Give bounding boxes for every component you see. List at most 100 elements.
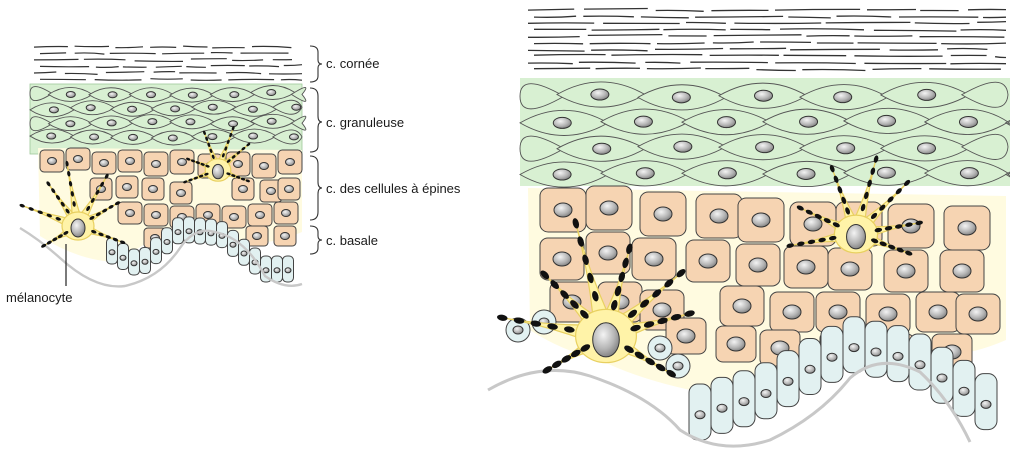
nucleus: [285, 186, 294, 193]
nucleus: [164, 240, 170, 245]
keratin-line: [106, 72, 144, 73]
nucleus: [918, 143, 936, 154]
nucleus: [677, 329, 695, 343]
keratin-line: [34, 47, 68, 48]
nucleus: [800, 116, 818, 127]
nucleus: [958, 221, 976, 235]
nucleus: [126, 210, 135, 217]
nucleus: [634, 116, 652, 127]
label-granuleuse: c. granuleuse: [326, 115, 404, 130]
nucleus: [893, 352, 903, 360]
bracket-epines: [310, 156, 322, 220]
keratin-line: [249, 66, 279, 67]
nucleus: [837, 143, 855, 154]
keratin-line: [284, 65, 302, 66]
nucleus: [175, 230, 181, 235]
keratin-line: [920, 37, 1005, 38]
nucleus: [177, 190, 186, 197]
bracket-granuleuse: [310, 88, 322, 152]
zoomed-granular-layer: [520, 78, 1010, 187]
nucleus: [636, 168, 654, 179]
nucleus: [593, 143, 611, 154]
nucleus: [239, 186, 248, 193]
nucleus: [212, 164, 223, 178]
keratin-line: [874, 30, 957, 31]
nucleus: [718, 168, 736, 179]
keratin-line: [837, 16, 892, 17]
nucleus: [153, 249, 159, 254]
zoomed-corneum-layer: [528, 9, 1006, 71]
nucleus: [761, 390, 771, 398]
nucleus: [600, 201, 618, 215]
keratin-line: [775, 63, 856, 64]
keratin-line: [756, 70, 795, 71]
nucleus: [752, 213, 770, 227]
nucleus: [204, 212, 213, 219]
nucleus: [108, 92, 117, 98]
keratin-line: [695, 16, 783, 17]
small-epidermis: [19, 46, 306, 286]
nucleus: [553, 117, 571, 128]
nucleus: [959, 116, 977, 127]
keratin-line: [657, 43, 705, 44]
nucleus: [148, 119, 157, 125]
nucleus: [253, 233, 262, 240]
nucleus: [804, 217, 822, 231]
keratin-line: [528, 63, 573, 64]
nucleus: [877, 167, 895, 178]
keratin-line: [775, 9, 860, 10]
layer-labels: [310, 46, 322, 254]
keratin-line: [591, 50, 648, 51]
nucleus: [267, 90, 276, 96]
keratin-line: [528, 37, 580, 38]
nucleus: [230, 242, 236, 247]
nucleus: [783, 305, 801, 319]
keratin-line: [790, 49, 880, 50]
zoomed-epidermis: [488, 9, 1010, 447]
nucleus: [553, 252, 571, 266]
keratin-line: [583, 16, 634, 17]
nucleus: [513, 326, 523, 334]
nucleus: [834, 92, 852, 103]
keratin-line: [730, 48, 786, 49]
keratin-line: [663, 29, 725, 30]
nucleus: [168, 135, 177, 141]
keratin-line: [656, 10, 704, 11]
nucleus: [126, 158, 135, 165]
keratin-line: [115, 47, 143, 48]
nucleus: [953, 264, 971, 278]
nucleus: [186, 119, 195, 125]
nucleus: [86, 105, 95, 111]
nucleus: [100, 160, 109, 167]
nucleus: [674, 141, 692, 152]
nucleus: [727, 337, 745, 351]
label-basale: c. basale: [326, 233, 378, 248]
nucleus: [286, 159, 295, 166]
keratin-line: [232, 60, 263, 61]
nucleus: [241, 251, 247, 256]
nucleus: [249, 133, 258, 139]
nucleus: [149, 186, 158, 193]
keratin-line: [686, 22, 726, 23]
nucleus: [695, 411, 705, 419]
nucleus: [553, 169, 571, 180]
nucleus: [672, 92, 690, 103]
keratin-line: [941, 43, 1006, 44]
nucleus: [655, 344, 665, 352]
nucleus: [969, 307, 987, 321]
nucleus: [74, 156, 83, 163]
melanin-granule: [496, 314, 508, 322]
nucleus: [289, 134, 298, 140]
nucleus: [849, 344, 859, 352]
nucleus: [554, 203, 572, 217]
nucleus: [229, 121, 238, 127]
nucleus: [234, 161, 243, 168]
nucleus: [49, 107, 58, 113]
nucleus: [186, 229, 192, 234]
keratin-line: [75, 53, 105, 54]
nucleus: [797, 260, 815, 274]
keratin-line: [96, 67, 119, 68]
nucleus: [710, 209, 728, 223]
nucleus: [152, 161, 161, 168]
nucleus: [152, 212, 161, 219]
